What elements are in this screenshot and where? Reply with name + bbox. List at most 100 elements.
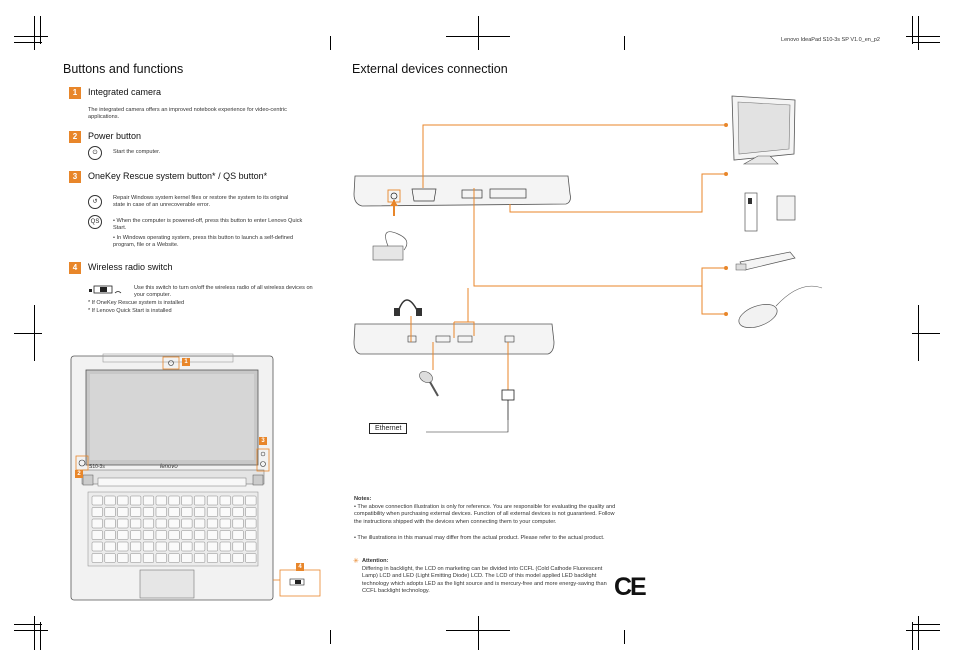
keyboard-key xyxy=(130,541,142,552)
external-section-title: External devices connection xyxy=(352,62,508,76)
keyboard-key xyxy=(194,495,206,506)
keyboard-key xyxy=(142,541,154,552)
keyboard-key xyxy=(117,495,129,506)
wireless-switch-icon xyxy=(89,285,122,294)
keyboard-key xyxy=(232,553,244,563)
keyboard-key xyxy=(104,530,116,540)
keyboard-key xyxy=(181,507,193,517)
footnote-quickstart: * If Lenovo Quick Start is installed xyxy=(88,308,172,314)
keyboard-key xyxy=(206,553,218,563)
power-adapter-icon xyxy=(372,200,408,261)
onekey-rescue-heading: OneKey Rescue system button* / QS button… xyxy=(88,171,268,181)
keyboard-key xyxy=(194,507,206,517)
keyboard-key xyxy=(91,553,103,563)
quick-start-icon: QS xyxy=(88,215,102,229)
laptop-top-view-illustration xyxy=(70,353,321,601)
keyboard-key xyxy=(130,553,142,563)
keyboard-key xyxy=(155,530,167,540)
keyboard-key xyxy=(104,495,116,506)
keyboard-key xyxy=(232,495,244,506)
keyboard-key xyxy=(245,553,257,563)
notes-heading: Notes: xyxy=(354,496,372,502)
keyboard-key xyxy=(155,495,167,506)
keyboard-key xyxy=(104,507,116,517)
keyboard-key xyxy=(104,553,116,563)
mouse-icon xyxy=(738,285,823,328)
keyboard-key xyxy=(206,507,218,517)
number-badge-2: 2 xyxy=(69,131,81,143)
keyboard-key xyxy=(130,507,142,517)
keyboard-key xyxy=(155,518,167,529)
keyboard-key xyxy=(91,518,103,529)
keyboard-key xyxy=(142,518,154,529)
keyboard-key xyxy=(206,518,218,529)
keyboard-key xyxy=(245,541,257,552)
notes-bullet-1: • The above connection illustration is o… xyxy=(354,504,616,525)
keyboard-key xyxy=(155,553,167,563)
laptop-model-label: S10-3s xyxy=(89,464,105,470)
keyboard-key xyxy=(232,507,244,517)
keyboard-key xyxy=(104,541,116,552)
keyboard-key xyxy=(181,530,193,540)
keyboard-key xyxy=(219,518,231,529)
callout-4-badge: 4 xyxy=(296,563,304,571)
integrated-camera-text: The integrated camera offers an improved… xyxy=(88,107,287,121)
keyboard-key xyxy=(130,518,142,529)
keyboard-key xyxy=(155,541,167,552)
keyboard-key xyxy=(142,507,154,517)
number-badge-3: 3 xyxy=(69,171,81,183)
keyboard-key xyxy=(91,495,103,506)
keyboard-key xyxy=(181,541,193,552)
keyboard-key xyxy=(206,541,218,552)
keyboard-key xyxy=(91,507,103,517)
keyboard-key xyxy=(206,530,218,540)
keyboard-key xyxy=(232,541,244,552)
wireless-switch-heading: Wireless radio switch xyxy=(88,262,173,272)
number-badge-4: 4 xyxy=(69,262,81,274)
monitor-icon xyxy=(731,95,796,165)
keyboard-key xyxy=(117,530,129,540)
attention-heading: Attention: xyxy=(362,558,389,564)
ethernet-cable-icon xyxy=(426,389,515,433)
memory-card-icon xyxy=(744,192,796,232)
power-icon: ⏻ xyxy=(88,146,102,160)
keyboard-key xyxy=(142,553,154,563)
number-badge-1: 1 xyxy=(69,87,81,99)
keyboard-key xyxy=(168,530,180,540)
keyboard-key xyxy=(142,495,154,506)
keyboard-key xyxy=(168,541,180,552)
callout-2-badge: 2 xyxy=(75,470,83,478)
keyboard-key xyxy=(245,518,257,529)
quick-start-bullet-2: • In Windows operating system, press thi… xyxy=(113,235,294,249)
ethernet-label: Ethernet xyxy=(369,423,408,434)
keyboard-key xyxy=(181,553,193,563)
quick-start-bullet-1: • When the computer is powered-off, pres… xyxy=(113,218,303,232)
keyboard-key xyxy=(130,495,142,506)
keyboard-key xyxy=(117,541,129,552)
power-button-heading: Power button xyxy=(88,131,142,141)
keyboard-key xyxy=(117,553,129,563)
onekey-rescue-icon: ↺ xyxy=(88,195,102,209)
keyboard-key xyxy=(219,507,231,517)
keyboard-key xyxy=(91,541,103,552)
onekey-rescue-text: Repair Windows system kernel files or re… xyxy=(113,195,289,209)
keyboard-key xyxy=(194,530,206,540)
keyboard-key xyxy=(130,530,142,540)
footnote-onekey: * If OneKey Rescue system is installed xyxy=(88,300,185,306)
keyboard-key xyxy=(245,530,257,540)
keyboard-key xyxy=(194,518,206,529)
laptop-brand-logo: lenovo xyxy=(160,464,178,470)
keyboard-key xyxy=(91,530,103,540)
keyboard-key xyxy=(206,495,218,506)
keyboard-key xyxy=(155,507,167,517)
laptop-left-side xyxy=(353,175,571,207)
keyboard-key xyxy=(181,495,193,506)
keyboard-key xyxy=(168,495,180,506)
keyboard-key xyxy=(245,507,257,517)
keyboard-key xyxy=(117,507,129,517)
keyboard-key xyxy=(168,518,180,529)
external-connection-diagram xyxy=(353,95,823,433)
keyboard-key xyxy=(168,553,180,563)
keyboard-key xyxy=(245,495,257,506)
document-reference: Lenovo IdeaPad S10-3s SP V1.0_en_p2 xyxy=(781,37,880,43)
